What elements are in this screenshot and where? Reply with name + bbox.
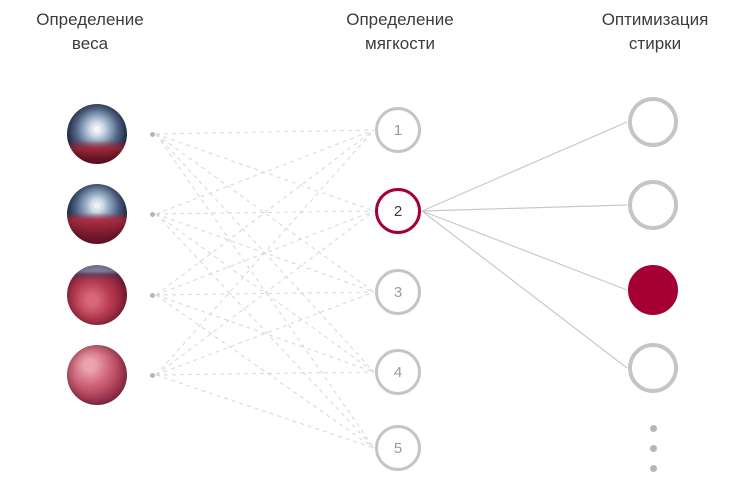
hidden-node-4: 4 <box>375 349 421 395</box>
output-node-2 <box>628 180 678 230</box>
connector-dot-2 <box>150 212 155 217</box>
input-node-drum-photo-2 <box>67 184 127 244</box>
hidden-node-2: 2 <box>375 188 421 234</box>
header-line: Определение <box>346 10 454 29</box>
header-line: мягкости <box>365 33 435 53</box>
hidden-node-5-label: 5 <box>393 439 403 457</box>
output-node-4 <box>628 343 678 393</box>
ellipsis-dot <box>650 445 657 452</box>
hidden-node-1-label: 1 <box>393 121 403 139</box>
connector-dot-1 <box>150 132 155 137</box>
input-node-drum-photo-1 <box>67 104 127 164</box>
ellipsis-dot <box>650 465 657 472</box>
column-header-softness-detection: Определение мягкости <box>310 8 490 56</box>
column-header-wash-optimization: Оптимизация стирки <box>565 8 745 56</box>
header-line: веса <box>71 33 109 53</box>
header-line: стирки <box>628 33 682 53</box>
hidden-node-5: 5 <box>375 425 421 471</box>
header-line: Определение <box>36 10 144 29</box>
connector-dot-4 <box>150 373 155 378</box>
column-header-weight-detection: Определение веса <box>0 8 180 56</box>
output-node-3 <box>628 265 678 315</box>
hidden-node-4-label: 4 <box>393 363 403 381</box>
input-node-fabric-photo-4 <box>67 345 127 405</box>
hidden-node-3-label: 3 <box>393 283 403 301</box>
hidden-node-3: 3 <box>375 269 421 315</box>
input-node-fabric-photo-3 <box>67 265 127 325</box>
ellipsis-dot <box>650 425 657 432</box>
output-node-1 <box>628 97 678 147</box>
connector-dot-3 <box>150 293 155 298</box>
header-line: Оптимизация <box>601 10 709 29</box>
hidden-node-1: 1 <box>375 107 421 153</box>
hidden-node-2-label: 2 <box>393 202 403 220</box>
